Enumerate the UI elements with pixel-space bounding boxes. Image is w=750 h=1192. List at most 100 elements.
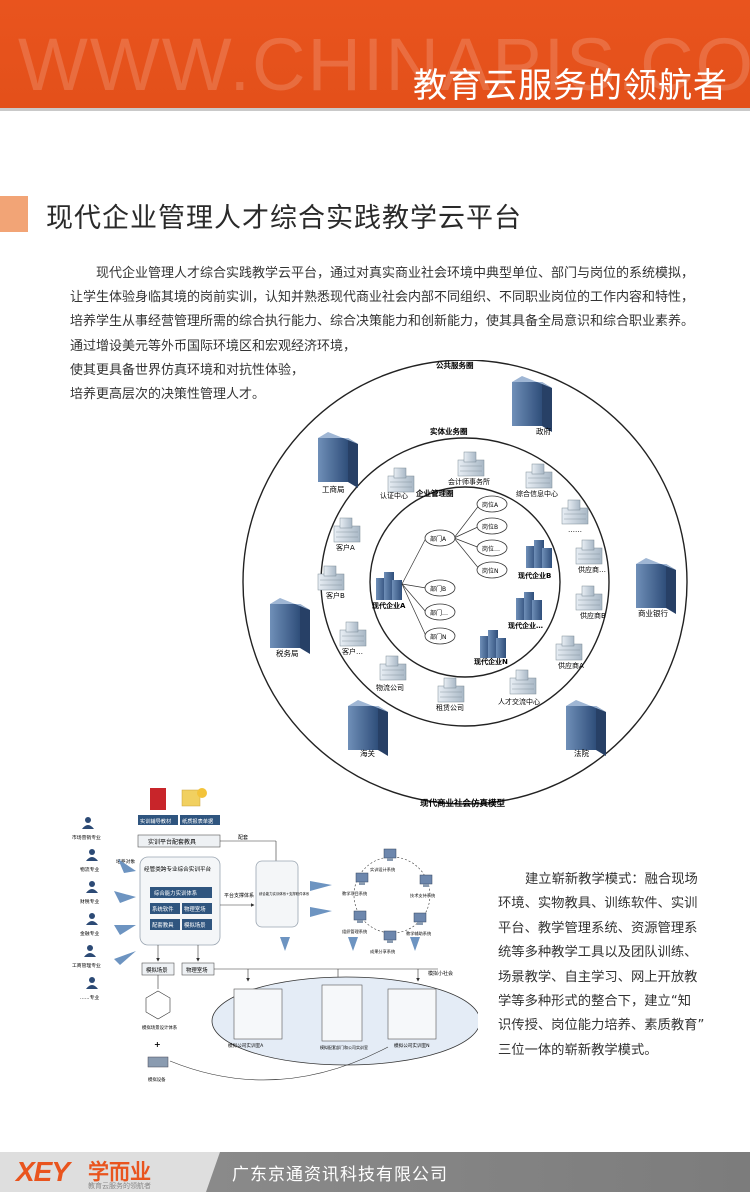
node-leasing: 租赁公司: [436, 703, 464, 712]
side-line: 三位一体的崭新教学模式。: [498, 1042, 658, 1058]
ring-label-outer: 公共服务圈: [436, 360, 474, 370]
ring-label-middle: 实体业务圈: [430, 426, 468, 436]
node-ent-n: 现代企业N: [474, 657, 508, 666]
node-commerce: 工商局: [322, 484, 345, 494]
center-system-label: 综合能力实训体系+支撑软件体系: [259, 891, 310, 896]
major-other: ……专业: [80, 994, 99, 1001]
lab-a-label: 模拟公司实训室A: [228, 1042, 264, 1049]
ring-label-inner: 企业管理圈: [415, 488, 454, 498]
main-platform-sub: 综合能力实训体系: [154, 889, 198, 897]
intro-line: 使其更具备世界仿真环境和对抗性体验，: [70, 362, 305, 378]
header-slogan: 教育云服务的领航者: [413, 66, 728, 106]
section-title: 现代企业管理人才综合实践教学云平台: [46, 203, 522, 234]
sys-design: 实训设计系统: [370, 866, 395, 873]
sys-project: 教学项目系统: [342, 890, 367, 897]
node-ent-b: 现代企业B: [518, 571, 551, 580]
post-n: 岗位N: [482, 567, 499, 575]
side-line: 识传授、岗位能力培养、素质教育”: [498, 1018, 705, 1034]
cell-scene: 模拟场景: [184, 921, 206, 929]
teaching-platform-flow: 实训辅导教材 纸质报表单据 实训平台配套教具 配套 市场营销专业 物流专业 财税…: [58, 785, 481, 1095]
node-customs: 海关: [360, 748, 375, 758]
book-tutorial-label: 实训辅导教材: [140, 817, 171, 825]
post-a: 岗位A: [482, 501, 499, 509]
cell-kit: 配套教具: [152, 921, 174, 929]
support-label: 平台支撑体系: [224, 892, 254, 899]
side-line: 统等多种教学工具以及团队训练、: [498, 945, 698, 961]
side-line: 环境、实物教具、训练软件、实训: [498, 896, 698, 912]
node-bank: 商业银行: [638, 608, 668, 618]
intro-paragraph: 现代企业管理人才综合实践教学云平台，通过对真实商业社会环境中典型单位、部门与岗位…: [70, 262, 720, 407]
post-b: 岗位B: [482, 523, 498, 531]
side-line: 平台、教学管理系统、资源管理系: [498, 920, 698, 936]
company-name: 广东京通资讯科技有限公司: [232, 1165, 448, 1185]
logo-cn: 学而业: [88, 1160, 151, 1184]
dept-b: 部门B: [430, 585, 446, 593]
major-marketing: 市场营销专业: [72, 834, 101, 841]
intro-line: 现代企业管理人才综合实践教学云平台，通过对真实商业社会环境中典型单位、部门与岗位…: [96, 266, 695, 281]
page-header: WWW.CHINAPIS.COM 教育云服务的领航者: [0, 0, 750, 108]
lab-n-label: 模拟公司实训室N: [394, 1042, 430, 1049]
node-client-a: 客户A: [336, 543, 355, 552]
footer-band: [206, 1152, 750, 1192]
brand-logo: XEY 学而业 教育云服务的领航者: [16, 1156, 196, 1190]
train-target-label: 培养对象: [116, 858, 135, 865]
section-marker: [0, 196, 28, 232]
intro-line: 通过增设美元等外币国际环境区和宏观经济环境，: [70, 338, 357, 354]
hex-label: 模拟场景设计体系: [142, 1024, 178, 1031]
match-label: 配套: [238, 834, 248, 841]
node-supplier-a: 供应商A: [558, 661, 584, 670]
intro-line: 培养学生从事经营管理所需的综合执行能力、综合决策能力和创新能力，使其具备全局意识…: [70, 314, 695, 330]
lab-mid-label: 模拟配套部门和公司实训室: [320, 1044, 368, 1050]
device-icon: [147, 1056, 169, 1068]
sys-assist: 教学辅助系统: [406, 930, 431, 937]
major-business-admin: 工商管理专业: [72, 962, 101, 969]
dept-a: 部门A: [430, 535, 447, 543]
node-talent: 人才交流中心: [498, 697, 540, 706]
sys-support: 技术支持系统: [410, 892, 435, 899]
side-line: 场景教学、自主学习、网上开放教: [498, 969, 698, 985]
intro-line: 让学生体验身临其境的岗前实训，认知并熟悉现代商业社会内部不同组织、不同职业岗位的…: [70, 290, 695, 306]
svg-text:+: +: [154, 1040, 161, 1049]
book-forms: [180, 815, 220, 825]
header-divider: [0, 108, 750, 111]
cell-room: 物理室场: [184, 905, 206, 913]
node-ent-a: 现代企业A: [372, 601, 406, 610]
major-logistics: 物流专业: [80, 866, 99, 873]
room-label: 物理室场: [186, 966, 208, 974]
dept-n: 部门N: [430, 633, 447, 641]
society-label: 模拟小社会: [428, 970, 453, 977]
node-court: 法院: [574, 748, 589, 758]
outer-ring: [242, 359, 688, 805]
logo-en: XEY: [16, 1156, 70, 1187]
node-logistics: 物流公司: [376, 683, 404, 692]
node-supplier-more: 供应商…: [578, 565, 606, 574]
node-tax: 税务局: [276, 648, 299, 658]
header-watermark: WWW.CHINAPIS.COM: [18, 23, 750, 106]
side-line: 建立崭新教学模式：融合现场: [525, 872, 698, 887]
platform-kit-label: 实训平台配套教具: [148, 838, 196, 846]
node-supplier-b: 供应商B: [580, 611, 606, 620]
logo-tagline: 教育云服务的领航者: [88, 1182, 151, 1190]
post-more: 岗位…: [482, 545, 500, 553]
node-dots: ……: [568, 526, 582, 534]
node-info: 综合信息中心: [516, 489, 558, 498]
node-ent-more: 现代企业…: [508, 621, 543, 630]
dept-more: 部门…: [430, 609, 448, 617]
page-footer: 广东京通资讯科技有限公司: [0, 1152, 750, 1192]
teaching-mode-paragraph: 建立崭新教学模式：融合现场 环境、实物教具、训练软件、实训 平台、教学管理系统、…: [498, 868, 730, 1063]
node-client-b: 客户B: [326, 591, 345, 600]
book-forms-label: 纸质报表单据: [182, 817, 213, 825]
cell-software: 系统软件: [152, 905, 174, 913]
device-label: 模拟设备: [148, 1076, 166, 1083]
node-accounting: 会计师事务所: [448, 477, 490, 486]
diagram-caption: 现代商业社会仿真模型: [420, 798, 506, 809]
major-banking: 金融专业: [80, 930, 99, 937]
major-finance-tax: 财税专业: [80, 898, 99, 905]
scene-label: 模拟场景: [146, 966, 168, 974]
side-line: 学等多种形式的整合下，建立“知: [498, 994, 692, 1010]
intro-line: 培养更高层次的决策性管理人才。: [70, 387, 266, 403]
node-client-more: 客户…: [342, 647, 363, 656]
book-tutorial: [138, 815, 178, 825]
business-simulation-diagram: 公共服务圈 实体业务圈 企业管理圈 政府 工商局 商业银行 税务局 海关 法院 …: [240, 359, 720, 810]
sys-share: 成果分享系统: [370, 948, 395, 955]
